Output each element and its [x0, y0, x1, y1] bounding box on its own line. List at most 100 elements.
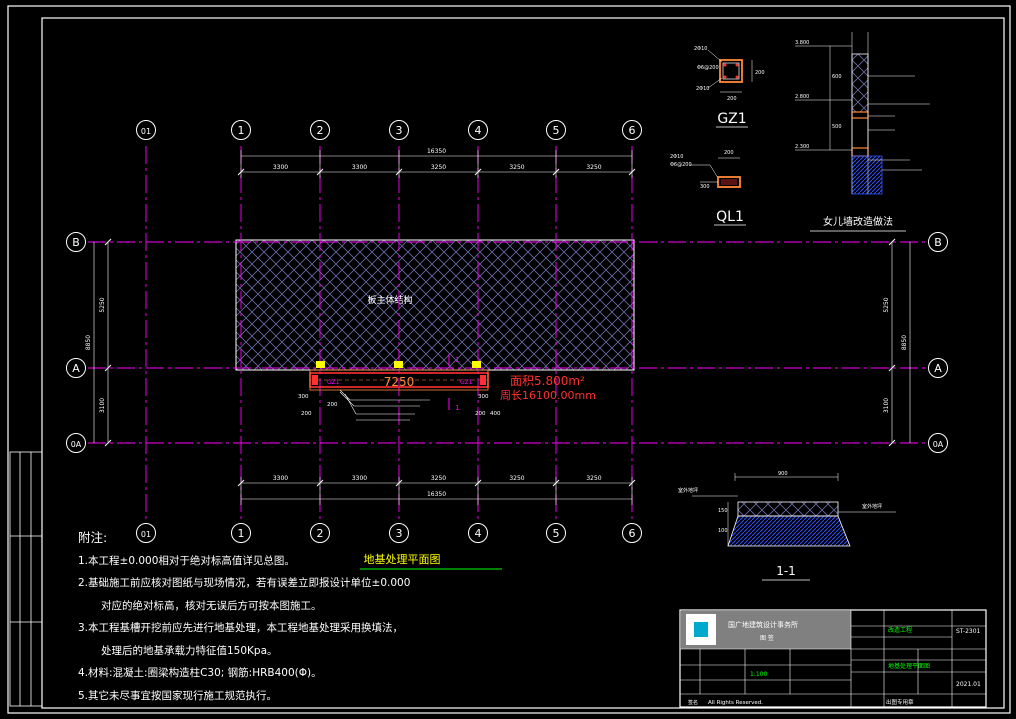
- axis-bubble-top-6-label: 6: [629, 124, 636, 137]
- dim-right-tick-2: [888, 439, 896, 447]
- company-sub: 图 签: [760, 634, 774, 642]
- axis-bubble-left-0A-label: 0A: [71, 440, 82, 449]
- detail-wall: 3.800 2.800 2.300 600 500 女儿墙改造做法: [795, 32, 930, 232]
- beam-strip: [309, 361, 489, 391]
- axis-bubble-bottom-01: [136, 523, 156, 543]
- dim-right-tick-1: [888, 364, 896, 372]
- axis-bubble-bottom-4-label: 4: [475, 527, 482, 540]
- detail-gz1: 2Φ10 Φ6@200 2Φ10 200 200 GZ1: [694, 46, 765, 128]
- region-label: 板主体结构: [367, 294, 412, 306]
- axis-bubble-right-B-label: B: [934, 236, 942, 249]
- axis-bubble-top-3-label: 3: [396, 124, 403, 137]
- dim-right-part-1: 3100: [883, 398, 890, 413]
- axis-bubble-top-2-label: 2: [317, 124, 324, 137]
- svg-text:200: 200: [724, 150, 734, 156]
- inner-frame: [41, 17, 1005, 709]
- detail-ql1: 2Φ10 Φ6@200 200 300 QL1: [670, 150, 746, 226]
- dim-bottom-part-3: 3250: [509, 475, 524, 482]
- dim-top-total: 16350: [427, 148, 446, 155]
- svg-text:Φ6@200: Φ6@200: [697, 65, 719, 71]
- axis-bubble-left-B: [66, 232, 86, 252]
- small-dims: 300 200 200 300 400 200: [298, 394, 501, 417]
- dim-right-tick-0: [888, 238, 896, 246]
- axis-bubble-top-1-label: 1: [238, 124, 245, 137]
- general-notes: 附注: 1.本工程±0.000相对于绝对标高值详见总图。 2.基础施工前应核对图…: [78, 527, 410, 707]
- axis-bubble-bottom-6-label: 6: [629, 527, 636, 540]
- main-structure-region: [235, 239, 635, 371]
- svg-text:300: 300: [700, 184, 710, 190]
- dim-bottom-part-4: 3250: [586, 475, 601, 482]
- axis-grid: [88, 146, 926, 519]
- dimension-lines: 3300 3300 3250 3250 3250 16350 3300 3300 3250 325…: [85, 148, 911, 505]
- svg-text:2.800: 2.800: [795, 94, 809, 100]
- axis-bubble-bottom-5-label: 5: [553, 527, 560, 540]
- svg-text:2Φ10: 2Φ10: [670, 154, 683, 160]
- svg-text:300: 300: [298, 394, 309, 400]
- dim-bottom-part-0: 3300: [273, 475, 288, 482]
- dim-top-part-3: 3250: [509, 164, 524, 171]
- section-title: 1-1: [776, 564, 796, 578]
- dim-bottom-part-2: 3250: [431, 475, 446, 482]
- scale: 1:100: [750, 671, 767, 678]
- axis-bubble-right-A: [928, 358, 948, 378]
- axis-bubble-right-B: [928, 232, 948, 252]
- title-block: 国广地建筑设计事务所 图 签 改造工程 地基处理平面图 ST-2301 1:10…: [679, 609, 987, 708]
- svg-text:室外地坪: 室外地坪: [678, 487, 698, 494]
- sheet-border: [7, 5, 1011, 714]
- svg-text:400: 400: [490, 411, 501, 417]
- gz-label-left: GZ1: [327, 379, 340, 386]
- svg-text:150: 150: [718, 508, 728, 514]
- detail-section-1-1: 900 150 100 室外地坪 室外地坪 1-1: [678, 471, 896, 581]
- dim-left-tick-1: [104, 364, 112, 372]
- svg-text:200: 200: [475, 411, 486, 417]
- beam-length: 7250: [384, 375, 415, 389]
- axis-bubble-bottom-2: [310, 523, 330, 543]
- margin-strip: [9, 451, 43, 707]
- note-5: 5.其它未尽事宜按国家现行施工规范执行。: [78, 689, 278, 702]
- axis-bubble-top-4-label: 4: [475, 124, 482, 137]
- copyright: All Rights Reserved.: [708, 700, 763, 706]
- note-1: 1.本工程±0.000相对于绝对标高值详见总图。: [78, 554, 295, 567]
- axis-bubble-top-01: [136, 120, 156, 140]
- dim-left-tick-2: [104, 439, 112, 447]
- axis-bubble-bottom-2-label: 2: [317, 527, 324, 540]
- axis-bubble-top-1: [231, 120, 251, 140]
- dim-bottom-total: 16350: [427, 491, 446, 498]
- dim-top-part-4: 3250: [586, 164, 601, 171]
- svg-text:2Φ10: 2Φ10: [696, 86, 709, 92]
- axis-bubble-bottom-4: [468, 523, 488, 543]
- dim-top-part-1: 3300: [352, 164, 367, 171]
- section-mark-top: 1: [455, 356, 459, 364]
- axis-bubble-bottom-1-label: 1: [238, 527, 245, 540]
- gz-label-right: GZ1: [460, 379, 473, 386]
- wall-title: 女儿墙改造做法: [823, 215, 893, 228]
- axis-bubble-bottom-5: [546, 523, 566, 543]
- dim-left-total: 8850: [85, 335, 92, 350]
- dim-left-part-0: 5250: [99, 297, 106, 312]
- svg-text:Φ6@200: Φ6@200: [670, 162, 692, 168]
- svg-text:500: 500: [832, 124, 842, 130]
- drawing-name: 地基处理平面图: [888, 662, 930, 670]
- axis-bubble-top-5: [546, 120, 566, 140]
- axis-bubble-right-0A: [928, 433, 948, 453]
- stamp: 出图专用章: [886, 698, 914, 706]
- date: 2021.01: [956, 681, 981, 688]
- sign-label: 签名: [688, 699, 698, 706]
- axis-bubble-top-6: [622, 120, 642, 140]
- svg-text:3.800: 3.800: [795, 40, 809, 46]
- axis-bubble-bottom-3-label: 3: [396, 527, 403, 540]
- axis-bubble-left-A-label: A: [72, 362, 80, 375]
- axis-bubble-bottom-3: [389, 523, 409, 543]
- axis-bubble-right-0A-label: 0A: [933, 440, 944, 449]
- axis-bubble-top-3: [389, 120, 409, 140]
- notes-heading: 附注:: [78, 530, 108, 545]
- perimeter-label: 周长16100.00mm: [500, 389, 596, 402]
- project-name: 改造工程: [888, 626, 912, 634]
- leader-notes: [339, 389, 430, 421]
- dim-bottom-part-1: 3300: [352, 475, 367, 482]
- svg-text:2Φ10: 2Φ10: [694, 46, 707, 52]
- dim-top-part-0: 3300: [273, 164, 288, 171]
- svg-text:200: 200: [327, 402, 338, 408]
- drawing-title: 地基处理平面图: [364, 553, 441, 566]
